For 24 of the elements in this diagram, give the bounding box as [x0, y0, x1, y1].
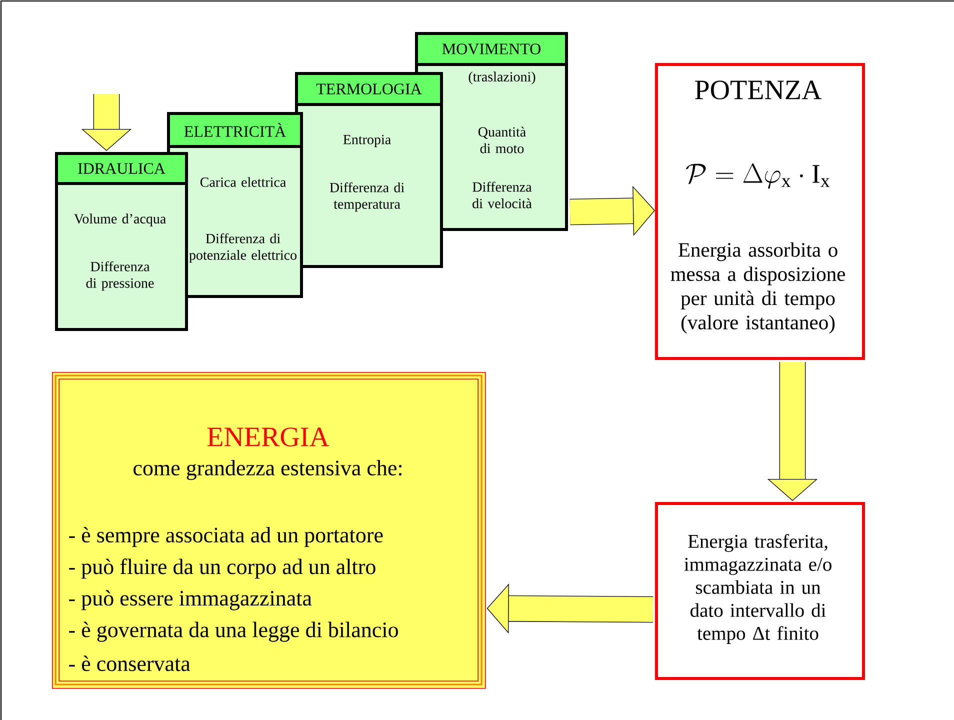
box-text: Energia assorbita o messa a disposizione per unità di tempo (valore istantaneo) — [670, 242, 845, 334]
list-item: - è conservata — [69, 656, 190, 672]
card-text: Quantità di moto — [478, 126, 526, 154]
card-header: IDRAULICA — [55, 152, 188, 185]
list-item: - è sempre associata ad un portatore — [69, 527, 383, 547]
list-item: - può essere immagazzinata — [69, 590, 312, 610]
card-text: Differenza di potenziale elettrico — [189, 233, 297, 263]
card-text: Carica elettrica — [200, 177, 286, 187]
card-text: Volume d’acqua — [74, 214, 166, 226]
box-text: come grandezza estensiva che: — [134, 460, 402, 480]
card-header: TERMOLOGIA — [295, 72, 443, 106]
card-text: (traslazioni) — [468, 72, 536, 84]
box-title: POTENZA — [695, 80, 822, 100]
card-text: Differenza di temperatura — [330, 182, 404, 212]
box-text: Energia trasferita, immagazzinata e/o scambiata in un dato intervallo di tempo Δt finito — [684, 534, 832, 644]
card-text: Differenza di velocità — [472, 182, 532, 208]
card-header: MOVIMENTO — [415, 32, 568, 66]
list-item: - può fluire da un corpo ad un altro — [69, 558, 376, 579]
formula: $\mathcal{P} = \Delta\varphi_{\mathrm{x}} \cdot \mathrm{I}_{\mathrm{x}}$ — [686, 163, 830, 189]
box-title: ENERGIA — [207, 428, 330, 446]
card-header: ELETTRICITÀ — [167, 112, 303, 148]
card-text: Differenza di pressione — [86, 261, 154, 291]
card-text: Entropia — [343, 134, 391, 148]
list-item: - è governata da una legge di bilancio — [69, 622, 398, 642]
